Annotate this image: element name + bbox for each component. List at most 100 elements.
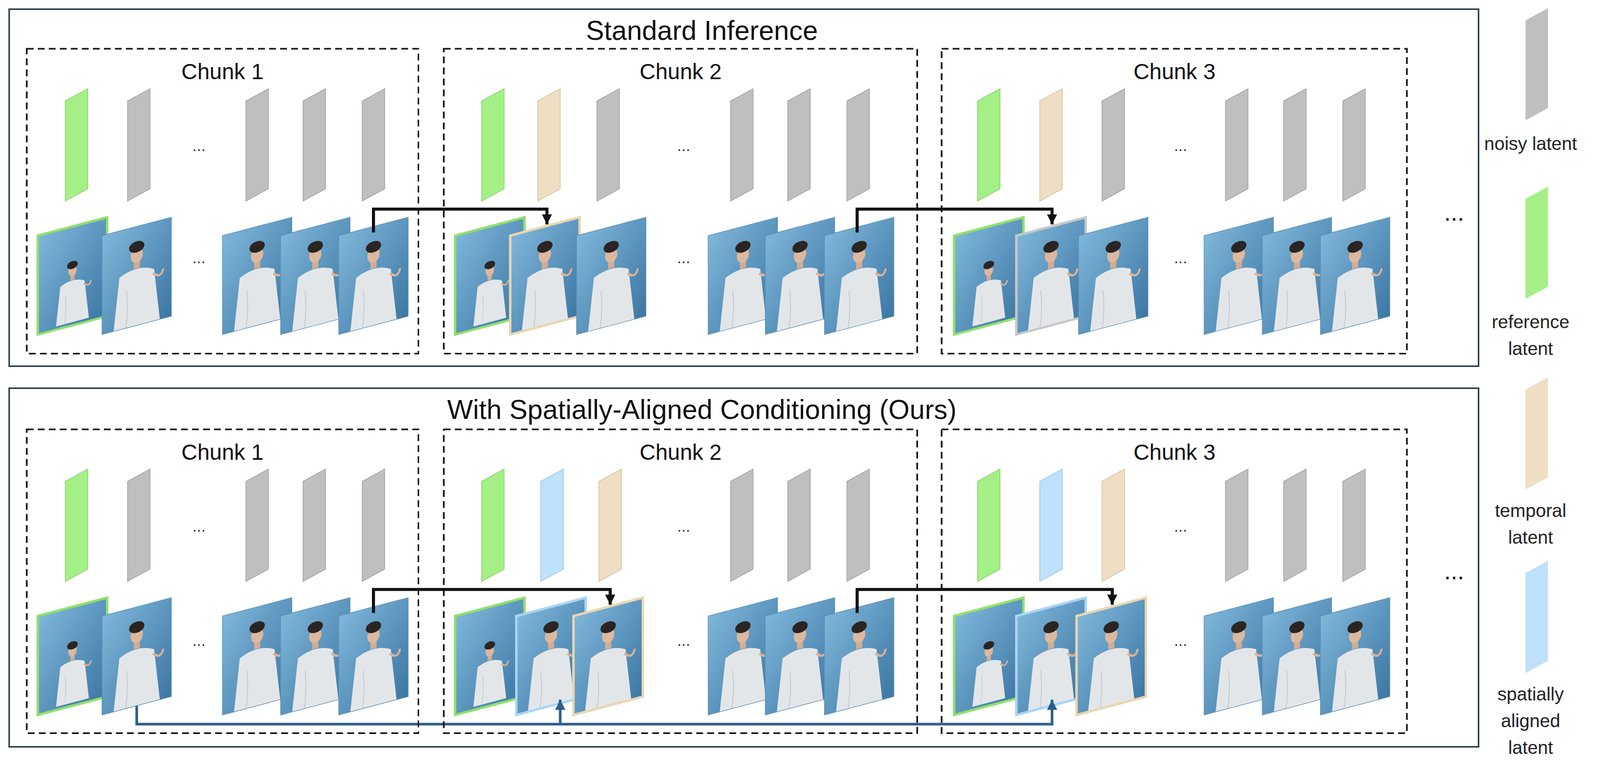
- latent-slab: [846, 88, 870, 201]
- frame-content: [1215, 234, 1266, 335]
- shirt-fold: [362, 290, 365, 330]
- shirt-fold: [304, 670, 307, 711]
- hair: [1289, 620, 1305, 636]
- chunk-label: Chunk 1: [25, 59, 420, 85]
- hair: [129, 620, 145, 636]
- ellipsis-label: ...: [677, 137, 691, 154]
- latent-slab: [1342, 469, 1366, 582]
- hair: [603, 239, 620, 255]
- frame-content: [719, 614, 770, 716]
- shirt-fold: [1285, 290, 1288, 330]
- shirt-fold: [1102, 290, 1105, 330]
- spatial-arrow: [558, 699, 562, 725]
- hair: [365, 620, 381, 636]
- latent-slab: [246, 469, 269, 582]
- shirt-fold: [64, 676, 66, 704]
- arm: [389, 268, 400, 277]
- hair: [1103, 620, 1119, 636]
- temporal-arrow: [857, 589, 1113, 614]
- dashed-border: [941, 429, 1407, 734]
- person-figure: [113, 234, 164, 335]
- arm: [624, 648, 635, 658]
- shirt-fold: [482, 676, 484, 704]
- hair: [307, 239, 323, 255]
- hair: [1231, 620, 1247, 636]
- latent-slab: [362, 469, 386, 582]
- legend-swatch: [1525, 8, 1549, 121]
- video-frame: [455, 598, 525, 716]
- frame-content: [1331, 614, 1382, 716]
- person-figure: [233, 614, 284, 716]
- ellipsis-label: ...: [192, 633, 206, 649]
- person-figure: [473, 636, 509, 708]
- hair: [1043, 620, 1059, 636]
- shirt-fold: [125, 670, 128, 711]
- chunk-label: Chunk 2: [442, 59, 919, 85]
- arm: [153, 648, 164, 658]
- frame-background: [954, 217, 1024, 335]
- shirt-fold: [1039, 670, 1042, 711]
- chunk-label: Chunk 2: [442, 440, 919, 466]
- latent-slab: [787, 88, 811, 201]
- frame-background: [37, 217, 108, 335]
- frame-content: [233, 234, 284, 335]
- video-frame: [1320, 217, 1390, 338]
- latent-slab: [846, 469, 870, 582]
- legend-swatch: [1525, 561, 1549, 674]
- video-frame: [1320, 598, 1390, 719]
- latent-slab: [65, 469, 88, 582]
- frame-content: [291, 614, 342, 716]
- frame-border: [1016, 598, 1086, 716]
- legend-text: reference latent: [1481, 308, 1580, 363]
- latent-slab: [1102, 88, 1125, 201]
- panel-box: Standard InferenceChunk 1Chunk 2Chunk 3: [8, 8, 1480, 368]
- frame-border: [1076, 598, 1146, 716]
- person-figure: [972, 636, 1008, 708]
- frame-content: [56, 636, 92, 708]
- person-figure: [113, 614, 164, 716]
- frame-background: [1016, 217, 1086, 335]
- latent-slab: [303, 469, 326, 582]
- person-figure: [776, 614, 827, 716]
- frame-content: [1273, 234, 1324, 335]
- shirt-fold: [1227, 670, 1230, 711]
- dashed-outline: [442, 47, 919, 356]
- latent-slab: [730, 88, 754, 201]
- chunk-box: Chunk 2: [442, 428, 919, 735]
- frame-content: [291, 234, 342, 335]
- person-figure: [1331, 234, 1382, 335]
- latent-slab: [1039, 88, 1063, 201]
- hair: [734, 239, 751, 255]
- shirt-fold: [731, 670, 734, 711]
- video-frame: [954, 217, 1024, 335]
- frame-content: [835, 614, 886, 716]
- ellipsis-label: ...: [677, 633, 691, 649]
- hair: [600, 620, 616, 636]
- person-figure: [835, 614, 886, 716]
- shirt-fold: [847, 290, 850, 330]
- latent-slab: [127, 88, 151, 201]
- arm: [1067, 268, 1078, 277]
- hair: [851, 239, 867, 255]
- frame-edge: [824, 217, 894, 335]
- dashed-border: [941, 48, 1407, 355]
- arm: [875, 648, 886, 658]
- shirt-fold: [980, 295, 983, 323]
- hair: [537, 239, 553, 255]
- dashed-outline: [25, 47, 420, 356]
- hair: [365, 239, 381, 255]
- arm: [83, 280, 92, 286]
- frame-background: [954, 598, 1024, 716]
- latent-slab: [787, 469, 811, 582]
- person-figure: [1331, 614, 1382, 716]
- hair: [983, 259, 995, 271]
- latent-slab: [481, 88, 505, 201]
- dashed-outline: [442, 428, 919, 735]
- frame-background: [824, 598, 894, 716]
- person-figure: [1215, 234, 1266, 335]
- person-figure: [972, 256, 1008, 327]
- frame-edge: [1320, 598, 1390, 716]
- hair: [792, 620, 808, 636]
- person-figure: [1215, 614, 1266, 716]
